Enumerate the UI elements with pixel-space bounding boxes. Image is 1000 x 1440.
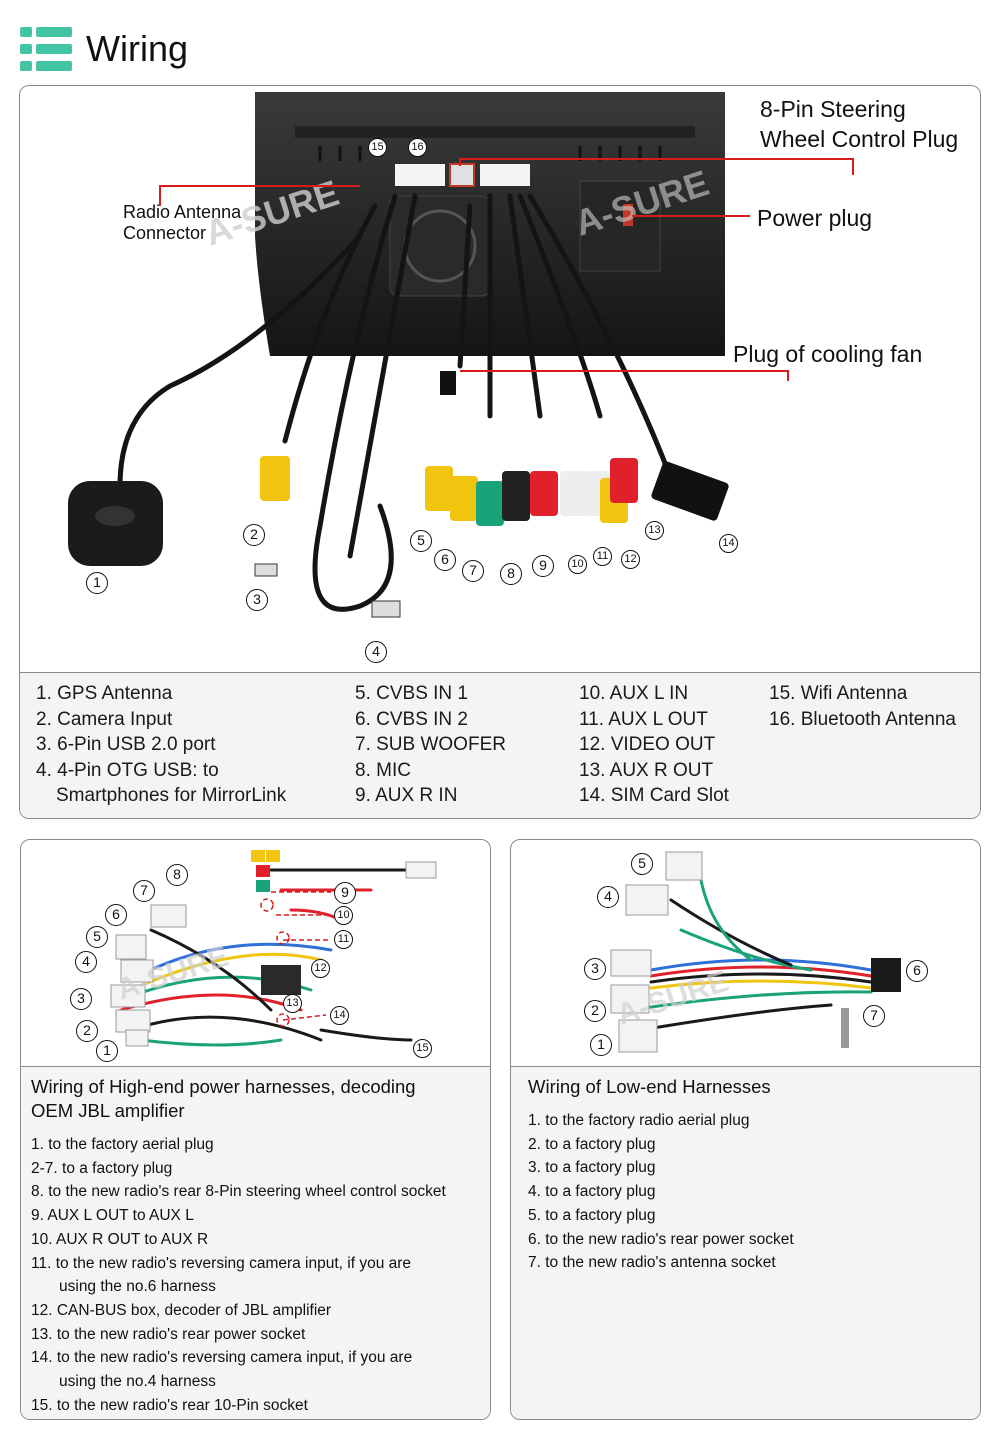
- list-item: 5. to a factory plug: [528, 1206, 656, 1224]
- radio-antenna-label: Radio Antenna Connector: [123, 202, 242, 243]
- photo-number: 1: [96, 1040, 118, 1062]
- list-item: 9. AUX L OUT to AUX L: [31, 1207, 194, 1225]
- legend-item: 13. AUX R OUT: [579, 759, 714, 781]
- low-end-description: Wiring of Low-end Harnesses 1. to the fa…: [511, 1066, 980, 1419]
- photo-number: 11: [334, 930, 353, 949]
- photo-number: 2: [584, 1000, 606, 1022]
- legend-item: 5. CVBS IN 1: [355, 683, 468, 704]
- high-end-description: Wiring of High-end power harnesses, deco…: [21, 1066, 490, 1419]
- photo-number: 3: [246, 589, 268, 611]
- photo-number: 13: [645, 521, 664, 540]
- low-end-title: Wiring of Low-end Harnesses: [528, 1076, 771, 1097]
- legend-item: 12. VIDEO OUT: [579, 734, 716, 755]
- high-end-harness-panel: A-SURE 8 7 6 5 4 3 2 1 9 10 11 12 13 14 …: [20, 839, 491, 1420]
- legend-item: 7. SUB WOOFER: [355, 734, 506, 755]
- legend-item: 11. AUX L OUT: [579, 708, 708, 730]
- low-end-harness-panel: A-SURE 5 4 3 2 1 6 7 Wiring of Low-end H…: [510, 839, 981, 1420]
- legend-column: 5. CVBS IN 1 6. CVBS IN 2 7. SUB WOOFER …: [355, 681, 506, 809]
- photo-number: 14: [719, 534, 738, 553]
- main-wiring-panel: A-SURE A-SURE 8-Pin Steering Wheel Contr…: [19, 85, 981, 819]
- photo-number: 2: [243, 524, 265, 546]
- legend-item: 8. MIC: [355, 759, 411, 781]
- list-item: 4. to a factory plug: [528, 1183, 656, 1201]
- photo-number: 5: [631, 853, 653, 875]
- list-item: 11. to the new radio's reversing camera …: [31, 1254, 412, 1272]
- legend-column: 10. AUX L IN 11. AUX L OUT 12. VIDEO OUT…: [579, 681, 729, 809]
- list-item: 2-7. to a factory plug: [31, 1159, 173, 1177]
- photo-number: 13: [283, 994, 302, 1013]
- photo-number: 6: [105, 904, 127, 926]
- list-item: using the no.4 harness: [59, 1373, 216, 1391]
- photo-number: 6: [434, 549, 456, 571]
- list-item: 13. to the new radio's rear power socket: [31, 1325, 306, 1343]
- photo-number: 15: [413, 1039, 432, 1058]
- list-item: 8. to the new radio's rear 8-Pin steerin…: [31, 1183, 446, 1201]
- power-plug-label: Power plug: [757, 205, 873, 231]
- list-item: 14. to the new radio's reversing camera …: [31, 1349, 413, 1367]
- list-item: using the no.6 harness: [59, 1278, 216, 1296]
- photo-number: 1: [86, 572, 108, 594]
- photo-number: 2: [76, 1020, 98, 1042]
- photo-number: 7: [133, 880, 155, 902]
- photo-number: 7: [863, 1005, 885, 1027]
- list-icon: [20, 27, 72, 71]
- photo-number: 1: [590, 1034, 612, 1056]
- component-legend: 1. GPS Antenna 2. Camera Input 3. 6-Pin …: [20, 672, 980, 818]
- legend-item: 3. 6-Pin USB 2.0 port: [36, 734, 216, 755]
- legend-column: 1. GPS Antenna 2. Camera Input 3. 6-Pin …: [36, 681, 286, 809]
- list-item: 15. to the new radio's rear 10-Pin socke…: [31, 1396, 308, 1414]
- list-item: 7. to the new radio's antenna socket: [528, 1254, 776, 1272]
- legend-item: 9. AUX R IN: [355, 785, 458, 806]
- photo-number: 5: [410, 530, 432, 552]
- page-title: Wiring: [86, 28, 189, 69]
- photo-number: 14: [330, 1006, 349, 1025]
- photo-number: 9: [334, 882, 356, 904]
- legend-column: 15. Wifi Antenna 16. Bluetooth Antenna: [769, 681, 956, 732]
- legend-item: 2. Camera Input: [36, 708, 173, 730]
- list-item: 12. CAN-BUS box, decoder of JBL amplifie…: [31, 1301, 332, 1319]
- photo-number: 8: [500, 563, 522, 585]
- photo-number: 3: [584, 958, 606, 980]
- photo-number: 9: [532, 555, 554, 577]
- cooling-fan-label: Plug of cooling fan: [733, 341, 923, 367]
- photo-number: 16: [408, 138, 427, 157]
- legend-item: 4. 4-Pin OTG USB: to: [36, 759, 219, 781]
- page-header: Wiring: [20, 26, 188, 72]
- high-end-harness-photo: A-SURE: [110, 850, 437, 1047]
- legend-item: Smartphones for MirrorLink: [56, 785, 287, 806]
- photo-number: 5: [86, 926, 108, 948]
- photo-number: 6: [906, 960, 928, 982]
- list-item: 10. AUX R OUT to AUX R: [31, 1230, 209, 1248]
- high-end-title: Wiring of High-end power harnesses, deco…: [31, 1076, 416, 1121]
- legend-item: 10. AUX L IN: [579, 683, 689, 704]
- photo-number: 11: [593, 547, 612, 566]
- legend-item: 16. Bluetooth Antenna: [769, 708, 956, 730]
- photo-number: 4: [75, 951, 97, 973]
- legend-item: 15. Wifi Antenna: [769, 683, 908, 704]
- legend-item: 14. SIM Card Slot: [579, 785, 729, 806]
- photo-number: 10: [568, 555, 587, 574]
- photo-number: 8: [166, 864, 188, 886]
- photo-number: 10: [334, 906, 353, 925]
- legend-item: 1. GPS Antenna: [36, 683, 173, 704]
- steering-plug-label: 8-Pin Steering Wheel Control Plug: [760, 96, 959, 152]
- list-item: 1. to the factory radio aerial plug: [528, 1112, 750, 1129]
- radio-back-photo: A-SURE A-SURE: [68, 92, 854, 618]
- list-item: 3. to a factory plug: [528, 1159, 656, 1177]
- low-end-harness-photo: A-SURE: [610, 851, 901, 1053]
- photo-number: 7: [462, 560, 484, 582]
- list-item: 2. to a factory plug: [528, 1135, 656, 1153]
- list-item: 1. to the factory aerial plug: [31, 1136, 214, 1153]
- legend-item: 6. CVBS IN 2: [355, 708, 468, 730]
- list-item: 6. to the new radio's rear power socket: [528, 1230, 794, 1248]
- photo-number: 15: [368, 138, 387, 157]
- photo-number: 12: [621, 550, 640, 569]
- photo-number: 12: [311, 959, 330, 978]
- photo-number: 4: [597, 886, 619, 908]
- photo-number: 3: [70, 988, 92, 1010]
- photo-number: 4: [365, 641, 387, 663]
